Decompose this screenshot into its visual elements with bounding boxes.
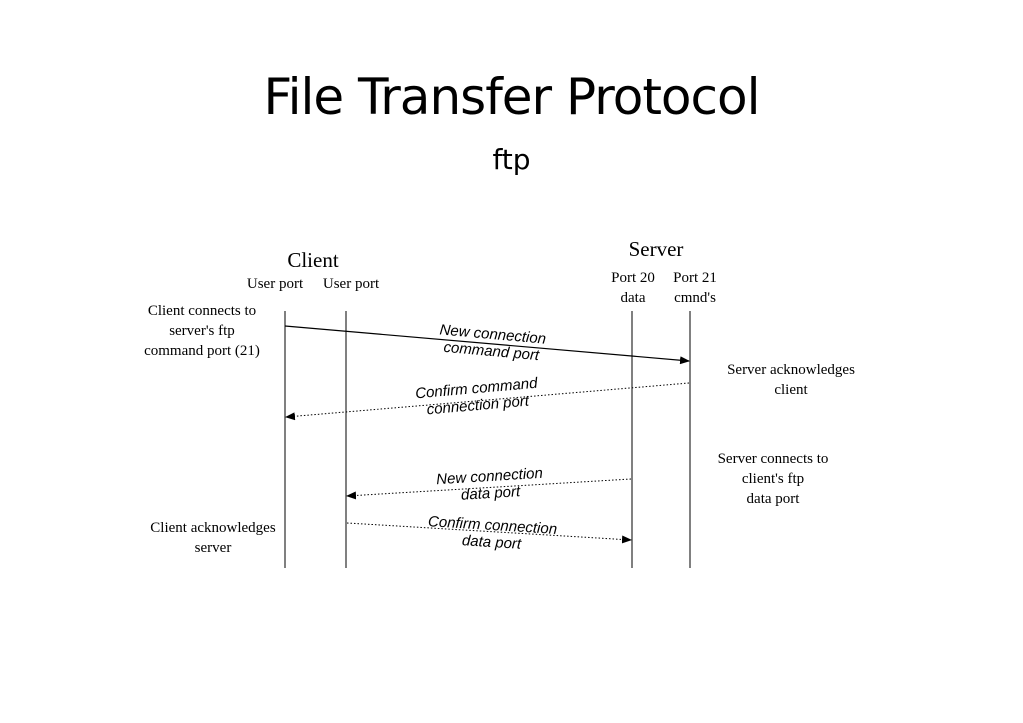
slide-title: File Transfer Protocol bbox=[263, 68, 761, 126]
label-confirm-connection-data-line2: data port bbox=[461, 532, 522, 553]
label-group-confirm-command: Confirm command connection port bbox=[415, 375, 539, 419]
label-group-new-connection-data: New connection data port bbox=[436, 465, 544, 504]
client-heading: Client bbox=[287, 248, 338, 272]
note-server-ack-line1: Server acknowledges bbox=[727, 362, 855, 378]
client-port-label-1: User port bbox=[247, 276, 304, 292]
slide-subtitle: ftp bbox=[492, 143, 531, 176]
arrow-confirm-command-connection bbox=[285, 382, 690, 421]
label-new-connection-data-line1: New connection bbox=[436, 465, 544, 488]
note-server-connects-line2: client's ftp bbox=[742, 471, 804, 487]
server-heading: Server bbox=[629, 237, 684, 261]
note-client-ack-line1: Client acknowledges bbox=[150, 520, 276, 536]
server-port-21-label: Port 21 bbox=[673, 270, 717, 286]
label-group-new-connection-command: New connection command port bbox=[439, 321, 547, 364]
server-port-20-label: Port 20 bbox=[611, 270, 655, 286]
server-port-21-sublabel: cmnd's bbox=[674, 290, 716, 306]
label-new-connection-data-line2: data port bbox=[461, 483, 522, 504]
note-server-connects-line1: Server connects to bbox=[718, 451, 829, 467]
note-client-connects-line3: command port (21) bbox=[144, 343, 260, 359]
note-server-connects-line3: data port bbox=[747, 491, 801, 507]
arrow-new-connection-command bbox=[284, 325, 690, 365]
client-port-label-2: User port bbox=[323, 276, 380, 292]
note-client-ack-line2: server bbox=[195, 540, 232, 556]
note-client-connects-line2: server's ftp bbox=[169, 323, 235, 339]
note-server-ack-line2: client bbox=[774, 382, 808, 398]
note-client-connects-line1: Client connects to bbox=[148, 303, 256, 319]
server-port-20-sublabel: data bbox=[621, 290, 646, 306]
label-group-confirm-connection-data: Confirm connection data port bbox=[428, 513, 558, 553]
